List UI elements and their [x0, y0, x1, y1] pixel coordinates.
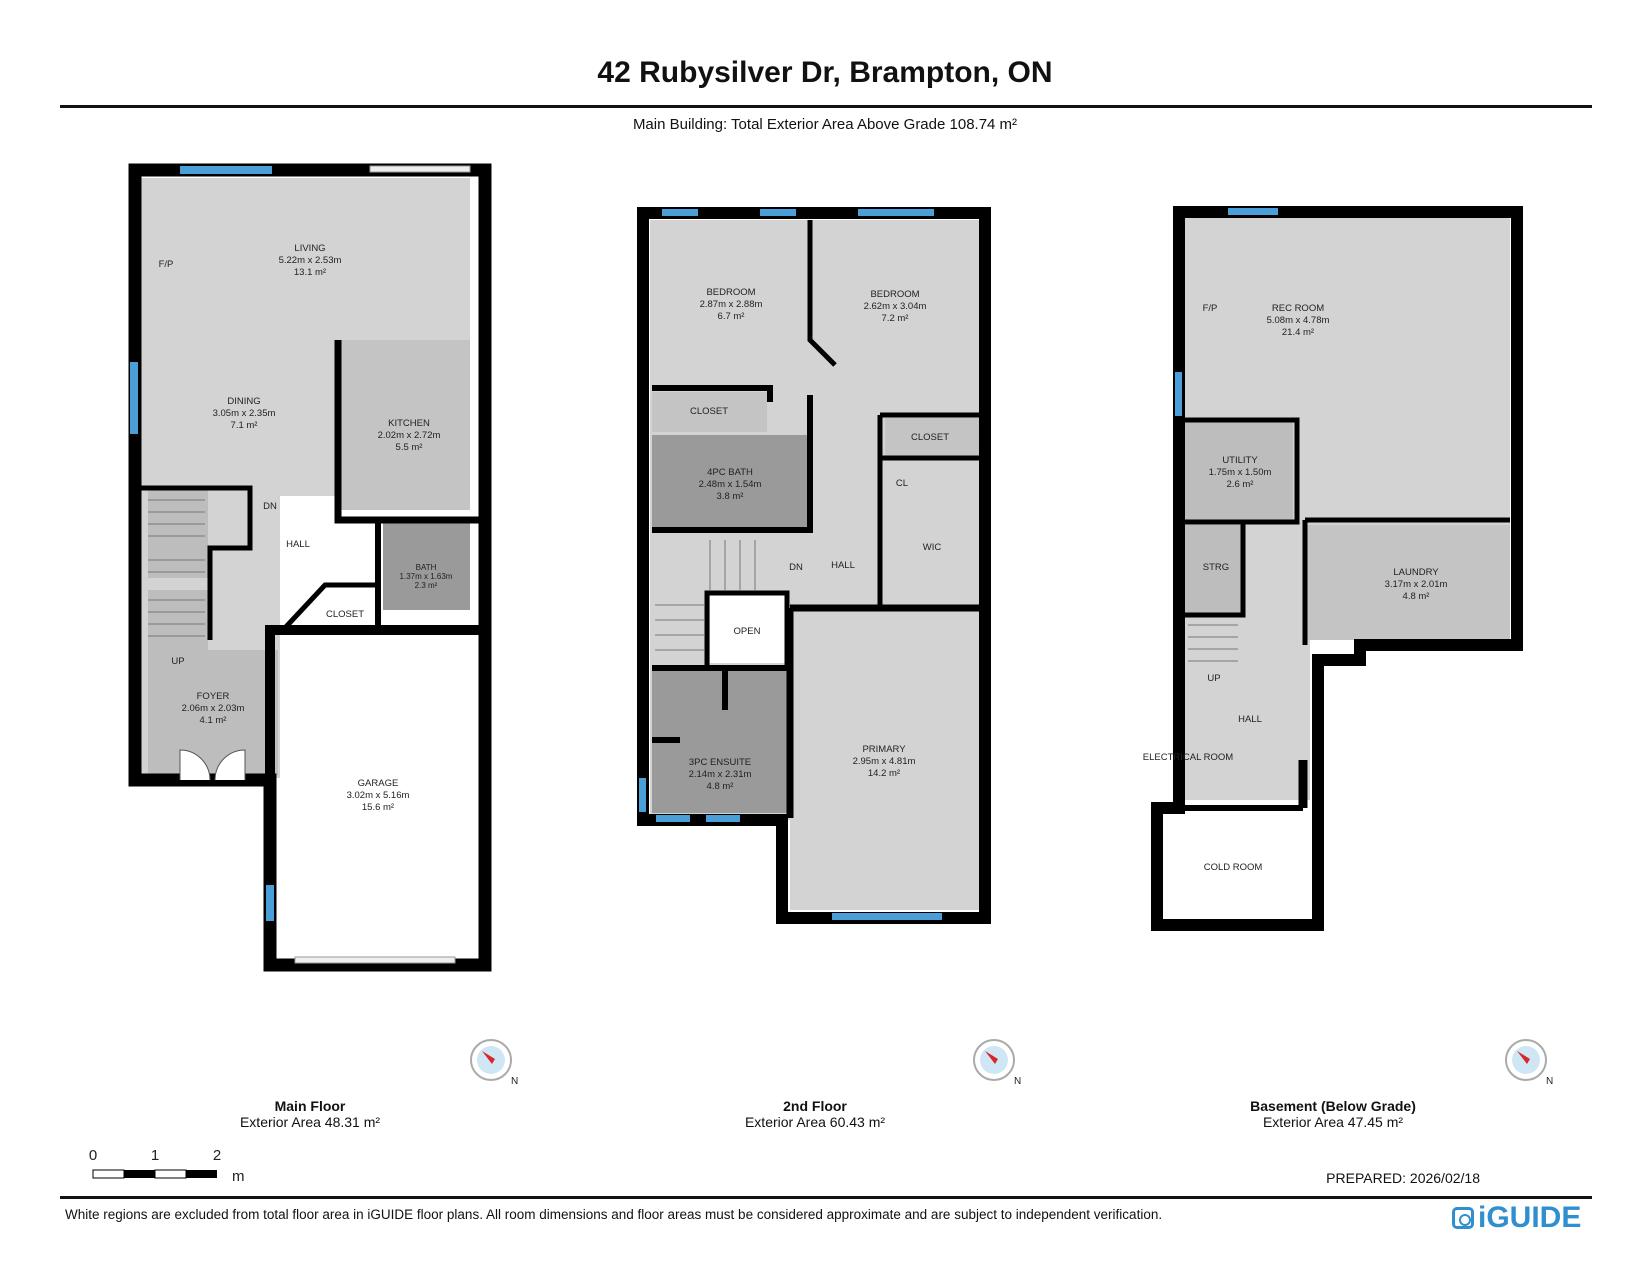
- hall-label-basement: HALL: [1238, 714, 1262, 725]
- room-living-dims: 5.22m x 2.53m: [279, 255, 342, 266]
- room-dining-name: DINING: [227, 396, 260, 407]
- main-floor-plan: LIVING 5.22m x 2.53m 13.1 m² F/P DINING …: [128, 163, 492, 972]
- main-floor-name: Main Floor: [274, 1098, 346, 1114]
- stairs-up-label-basement: UP: [1207, 673, 1220, 684]
- scale-tick-0: 0: [89, 1147, 97, 1164]
- main-floor-caption: Main Floor Exterior Area 48.31 m²: [145, 1098, 475, 1130]
- room-foyer-name: FOYER: [197, 691, 230, 702]
- scale-tick-2: 2: [213, 1147, 221, 1164]
- fireplace-label: F/P: [159, 259, 174, 270]
- basement-plan: F/P REC ROOM 5.08m x 4.78m 21.4 m² UTILI…: [1143, 206, 1523, 931]
- room-4pc-bath-dims: 2.48m x 1.54m: [699, 479, 762, 490]
- room-garage-dims: 3.02m x 5.16m: [347, 790, 410, 801]
- compass-n-label: N: [511, 1076, 518, 1087]
- compass-n-label: N: [1546, 1076, 1553, 1087]
- disclaimer-text: White regions are excluded from total fl…: [65, 1207, 1163, 1222]
- room-bath-dims: 1.37m x 1.63m: [400, 572, 453, 581]
- compass-icon: N: [1505, 1039, 1553, 1087]
- closet-1-label: CLOSET: [690, 406, 728, 417]
- basement-caption: Basement (Below Grade) Exterior Area 47.…: [1168, 1098, 1498, 1130]
- compass-icon: N: [973, 1039, 1021, 1087]
- room-laundry-area: 4.8 m²: [1403, 591, 1430, 602]
- stairs-dn-label: DN: [263, 501, 277, 512]
- scale-unit: m: [232, 1168, 245, 1185]
- prepared-date: PREPARED: 2026/02/18: [1326, 1170, 1480, 1186]
- room-ensuite-name: 3PC ENSUITE: [689, 757, 751, 768]
- scale-tick-1: 1: [151, 1147, 159, 1164]
- room-rec-room-name: REC ROOM: [1272, 303, 1324, 314]
- room-dining-area: 7.1 m²: [231, 420, 258, 431]
- room-kitchen-name: KITCHEN: [388, 418, 430, 429]
- room-bedroom-1-dims: 2.87m x 2.88m: [700, 299, 763, 310]
- room-4pc-bath-name: 4PC BATH: [707, 467, 753, 478]
- closet-2-label: CLOSET: [911, 432, 949, 443]
- room-utility-dims: 1.75m x 1.50m: [1209, 467, 1272, 478]
- room-foyer-dims: 2.06m x 2.03m: [182, 703, 245, 714]
- room-primary-area: 14.2 m²: [868, 768, 900, 779]
- room-foyer-area: 4.1 m²: [200, 715, 227, 726]
- footer-divider: [60, 1196, 1592, 1199]
- room-living-area: 13.1 m²: [294, 267, 326, 278]
- room-bedroom-2-dims: 2.62m x 3.04m: [864, 301, 927, 312]
- cl-label: CL: [896, 478, 908, 489]
- total-area-subtitle: Main Building: Total Exterior Area Above…: [632, 116, 1018, 133]
- room-living-name: LIVING: [294, 243, 325, 254]
- compass-icon: N: [470, 1039, 518, 1087]
- open-label: OPEN: [734, 626, 761, 637]
- second-floor-plan: BEDROOM 2.87m x 2.88m 6.7 m² BEDROOM 2.6…: [637, 207, 991, 924]
- main-floor-area: Exterior Area 48.31 m²: [239, 1114, 381, 1130]
- iguide-logo-icon: [1452, 1207, 1474, 1229]
- compass-n-label: N: [1014, 1076, 1021, 1087]
- scale-bar: 0 1 2 m: [89, 1147, 245, 1185]
- basement-area: Exterior Area 47.45 m²: [1262, 1114, 1404, 1130]
- electrical-room-label: ELECTRICAL ROOM: [1143, 752, 1234, 763]
- wic-label: WIC: [923, 542, 942, 553]
- room-bedroom-2-name: BEDROOM: [870, 289, 919, 300]
- room-kitchen-area: 5.5 m²: [396, 442, 423, 453]
- room-4pc-bath-area: 3.8 m²: [717, 491, 744, 502]
- room-bedroom-1-name: BEDROOM: [706, 287, 755, 298]
- room-ensuite-dims: 2.14m x 2.31m: [689, 769, 752, 780]
- room-bath-name: BATH: [416, 563, 437, 572]
- fireplace-label-basement: F/P: [1203, 303, 1218, 314]
- room-primary-dims: 2.95m x 4.81m: [853, 756, 916, 767]
- room-ensuite-area: 4.8 m²: [707, 781, 734, 792]
- room-bedroom-1-area: 6.7 m²: [718, 311, 745, 322]
- room-rec-room-area: 21.4 m²: [1282, 327, 1314, 338]
- hall-label-2: HALL: [831, 560, 855, 571]
- room-laundry-dims: 3.17m x 2.01m: [1385, 579, 1448, 590]
- room-garage-name: GARAGE: [358, 778, 399, 789]
- title-divider: [60, 105, 1592, 108]
- second-floor-area: Exterior Area 60.43 m²: [744, 1114, 886, 1130]
- second-floor-name: 2nd Floor: [783, 1098, 847, 1114]
- room-rec-room-dims: 5.08m x 4.78m: [1267, 315, 1330, 326]
- stairs-up-label: UP: [171, 656, 184, 667]
- strg-label: STRG: [1203, 562, 1229, 573]
- iguide-logo-text: iGUIDE: [1478, 1201, 1582, 1234]
- room-utility-name: UTILITY: [1222, 455, 1258, 466]
- hall-label: HALL: [286, 539, 310, 550]
- room-garage-area: 15.6 m²: [362, 802, 394, 813]
- page-title: 42 Rubysilver Dr, Brampton, ON: [597, 56, 1053, 89]
- iguide-logo: iGUIDE: [1452, 1201, 1581, 1235]
- room-bath-area: 2.3 m²: [415, 581, 438, 590]
- cold-room-label: COLD ROOM: [1204, 862, 1263, 873]
- room-kitchen-dims: 2.02m x 2.72m: [378, 430, 441, 441]
- room-bedroom-2-area: 7.2 m²: [882, 313, 909, 324]
- room-primary-name: PRIMARY: [862, 744, 906, 755]
- second-floor-caption: 2nd Floor Exterior Area 60.43 m²: [650, 1098, 980, 1130]
- basement-name: Basement (Below Grade): [1250, 1098, 1416, 1114]
- closet-label: CLOSET: [326, 609, 364, 620]
- stairs-dn-label-2: DN: [789, 562, 803, 573]
- room-utility-area: 2.6 m²: [1227, 479, 1254, 490]
- room-dining-dims: 3.05m x 2.35m: [213, 408, 276, 419]
- room-laundry-name: LAUNDRY: [1393, 567, 1439, 578]
